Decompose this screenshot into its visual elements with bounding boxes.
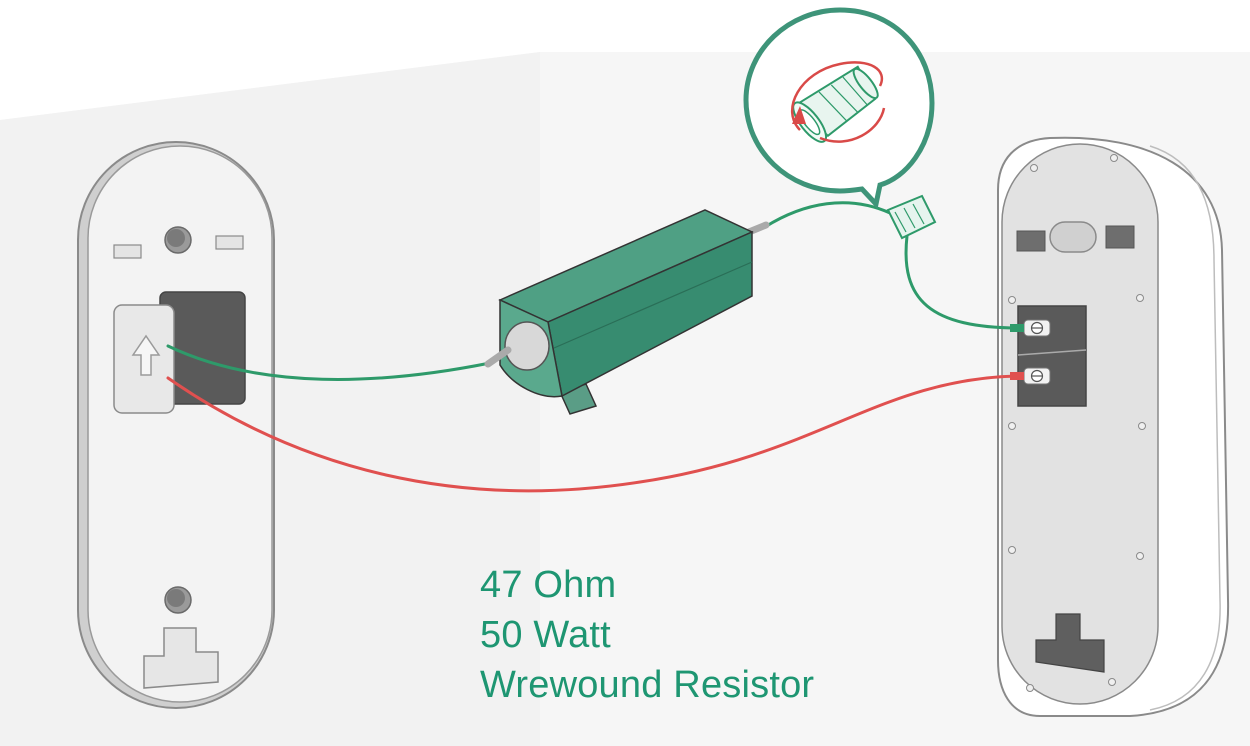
red-wire [166,374,1022,493]
wattage-value: 50 Watt [480,614,611,656]
mounting-plate [77,141,275,709]
wire-nut-callout [743,7,935,210]
device-slot-right [1105,225,1135,249]
mounting-tab [143,627,219,689]
slot-right [215,235,244,250]
green-wire-left [166,344,492,381]
device-screws [1008,154,1146,692]
green-wire-top [763,201,902,229]
device-port [1049,221,1097,253]
wires [166,201,1022,493]
wire-nut [886,194,937,240]
wirewound-resistor [484,209,770,415]
device-slot-left [1016,230,1046,252]
slot-left [113,244,142,259]
resistor-spec-label: 47 Ohm 50 Watt Wrewound Resistor [480,560,814,710]
resistance-value: 47 Ohm [480,564,617,606]
green-wire-right [904,234,1022,330]
rotation-arrow-icon [790,61,886,143]
device-bottom-hook [1035,613,1105,673]
wire-nut-icon [792,65,879,143]
terminal-screw-top [1023,319,1051,337]
component-type: Wrewound Resistor [480,664,815,706]
upload-arrow-icon [131,334,161,376]
green-wire-end [1010,324,1024,332]
doorbell-device [997,136,1230,717]
red-wire-end [1010,372,1024,380]
device-terminal-block [1017,305,1087,407]
terminal-screw-bottom [1023,367,1051,385]
